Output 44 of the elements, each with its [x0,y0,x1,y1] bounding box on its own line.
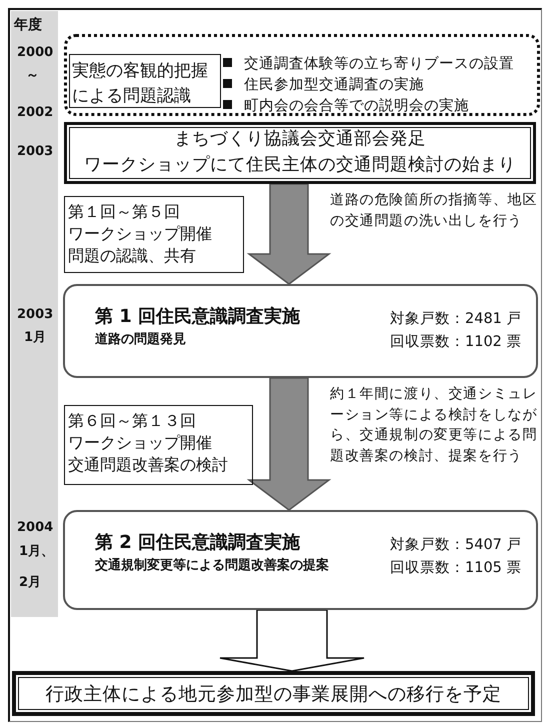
year-label: 1月、 [19,544,54,560]
workshop-text: 第６回～第１３回 [68,411,196,431]
year-label: 2000 [17,45,54,62]
workshop-box [64,196,244,273]
year-label: 2002 [17,105,54,122]
block-arrow [246,183,332,285]
survey-note: 交通規制変更等による問題改善案の提案 [95,558,330,574]
survey-box [63,510,538,610]
outcome-box [12,671,535,716]
event-box [64,122,536,184]
workshop-text: 交通問題改善案の検討 [68,455,228,475]
dotted-group-box [64,34,540,116]
heading-text: 実態の客観的把握による問題認識 [72,60,209,108]
event-text: まちづくり協議会交通部会発足 [173,129,427,151]
year-label: ～ [26,68,39,84]
year-label: 1月 [24,330,46,346]
survey-title: 第 2 回住民意識調査実施 [95,532,300,554]
workshop-box [64,405,253,485]
heading-box [69,54,221,108]
bullet-text: 住民参加型交通調査の実施 [244,77,424,93]
survey-note: 道路の問題発見 [95,332,187,348]
workshop-text: 第１回～第５回 [68,202,180,222]
survey-count: 対象戸数：2481 戸 [390,310,522,328]
year-label: 年度 [14,17,42,34]
workshop-text: 問題の認識、共有 [68,246,196,266]
survey-count: 対象戸数：5407 戸 [390,536,522,554]
year-label: 2003 [17,307,54,324]
bullet-text: 交通調査体験等の立ち寄りブースの設置 [244,56,514,72]
workshop-text: ワークショップ開催 [68,433,212,453]
year-label: 2003 [17,144,54,160]
step-note: 道路の危険箇所の指摘等、地区の交通問題の洗い出しを行う [330,191,538,231]
survey-count: 回収票数：1102 票 [390,333,522,352]
block-arrow [219,609,365,672]
year-label: 2月 [19,575,42,592]
survey-box [63,284,538,378]
survey-count: 回収票数：1105 票 [390,559,522,578]
event-text: ワークショップにて住民主体の交通問題検討の始まり [83,155,517,177]
outcome-text: 行政主体による地元参加型の事業展開への移行を予定 [44,683,502,706]
survey-title: 第 1 回住民意識調査実施 [95,306,300,328]
block-arrow [246,377,332,511]
year-label: 2004 [17,520,54,536]
workshop-text: ワークショップ開催 [68,224,212,244]
bullet-text: 町内会の会合等での説明会の実施 [244,98,469,114]
step-note: 約１年間に渡り、交通シミュレーション等による検討をしながら、交通規制の変更等による問題改善案の検討、提案を行う [330,385,538,466]
